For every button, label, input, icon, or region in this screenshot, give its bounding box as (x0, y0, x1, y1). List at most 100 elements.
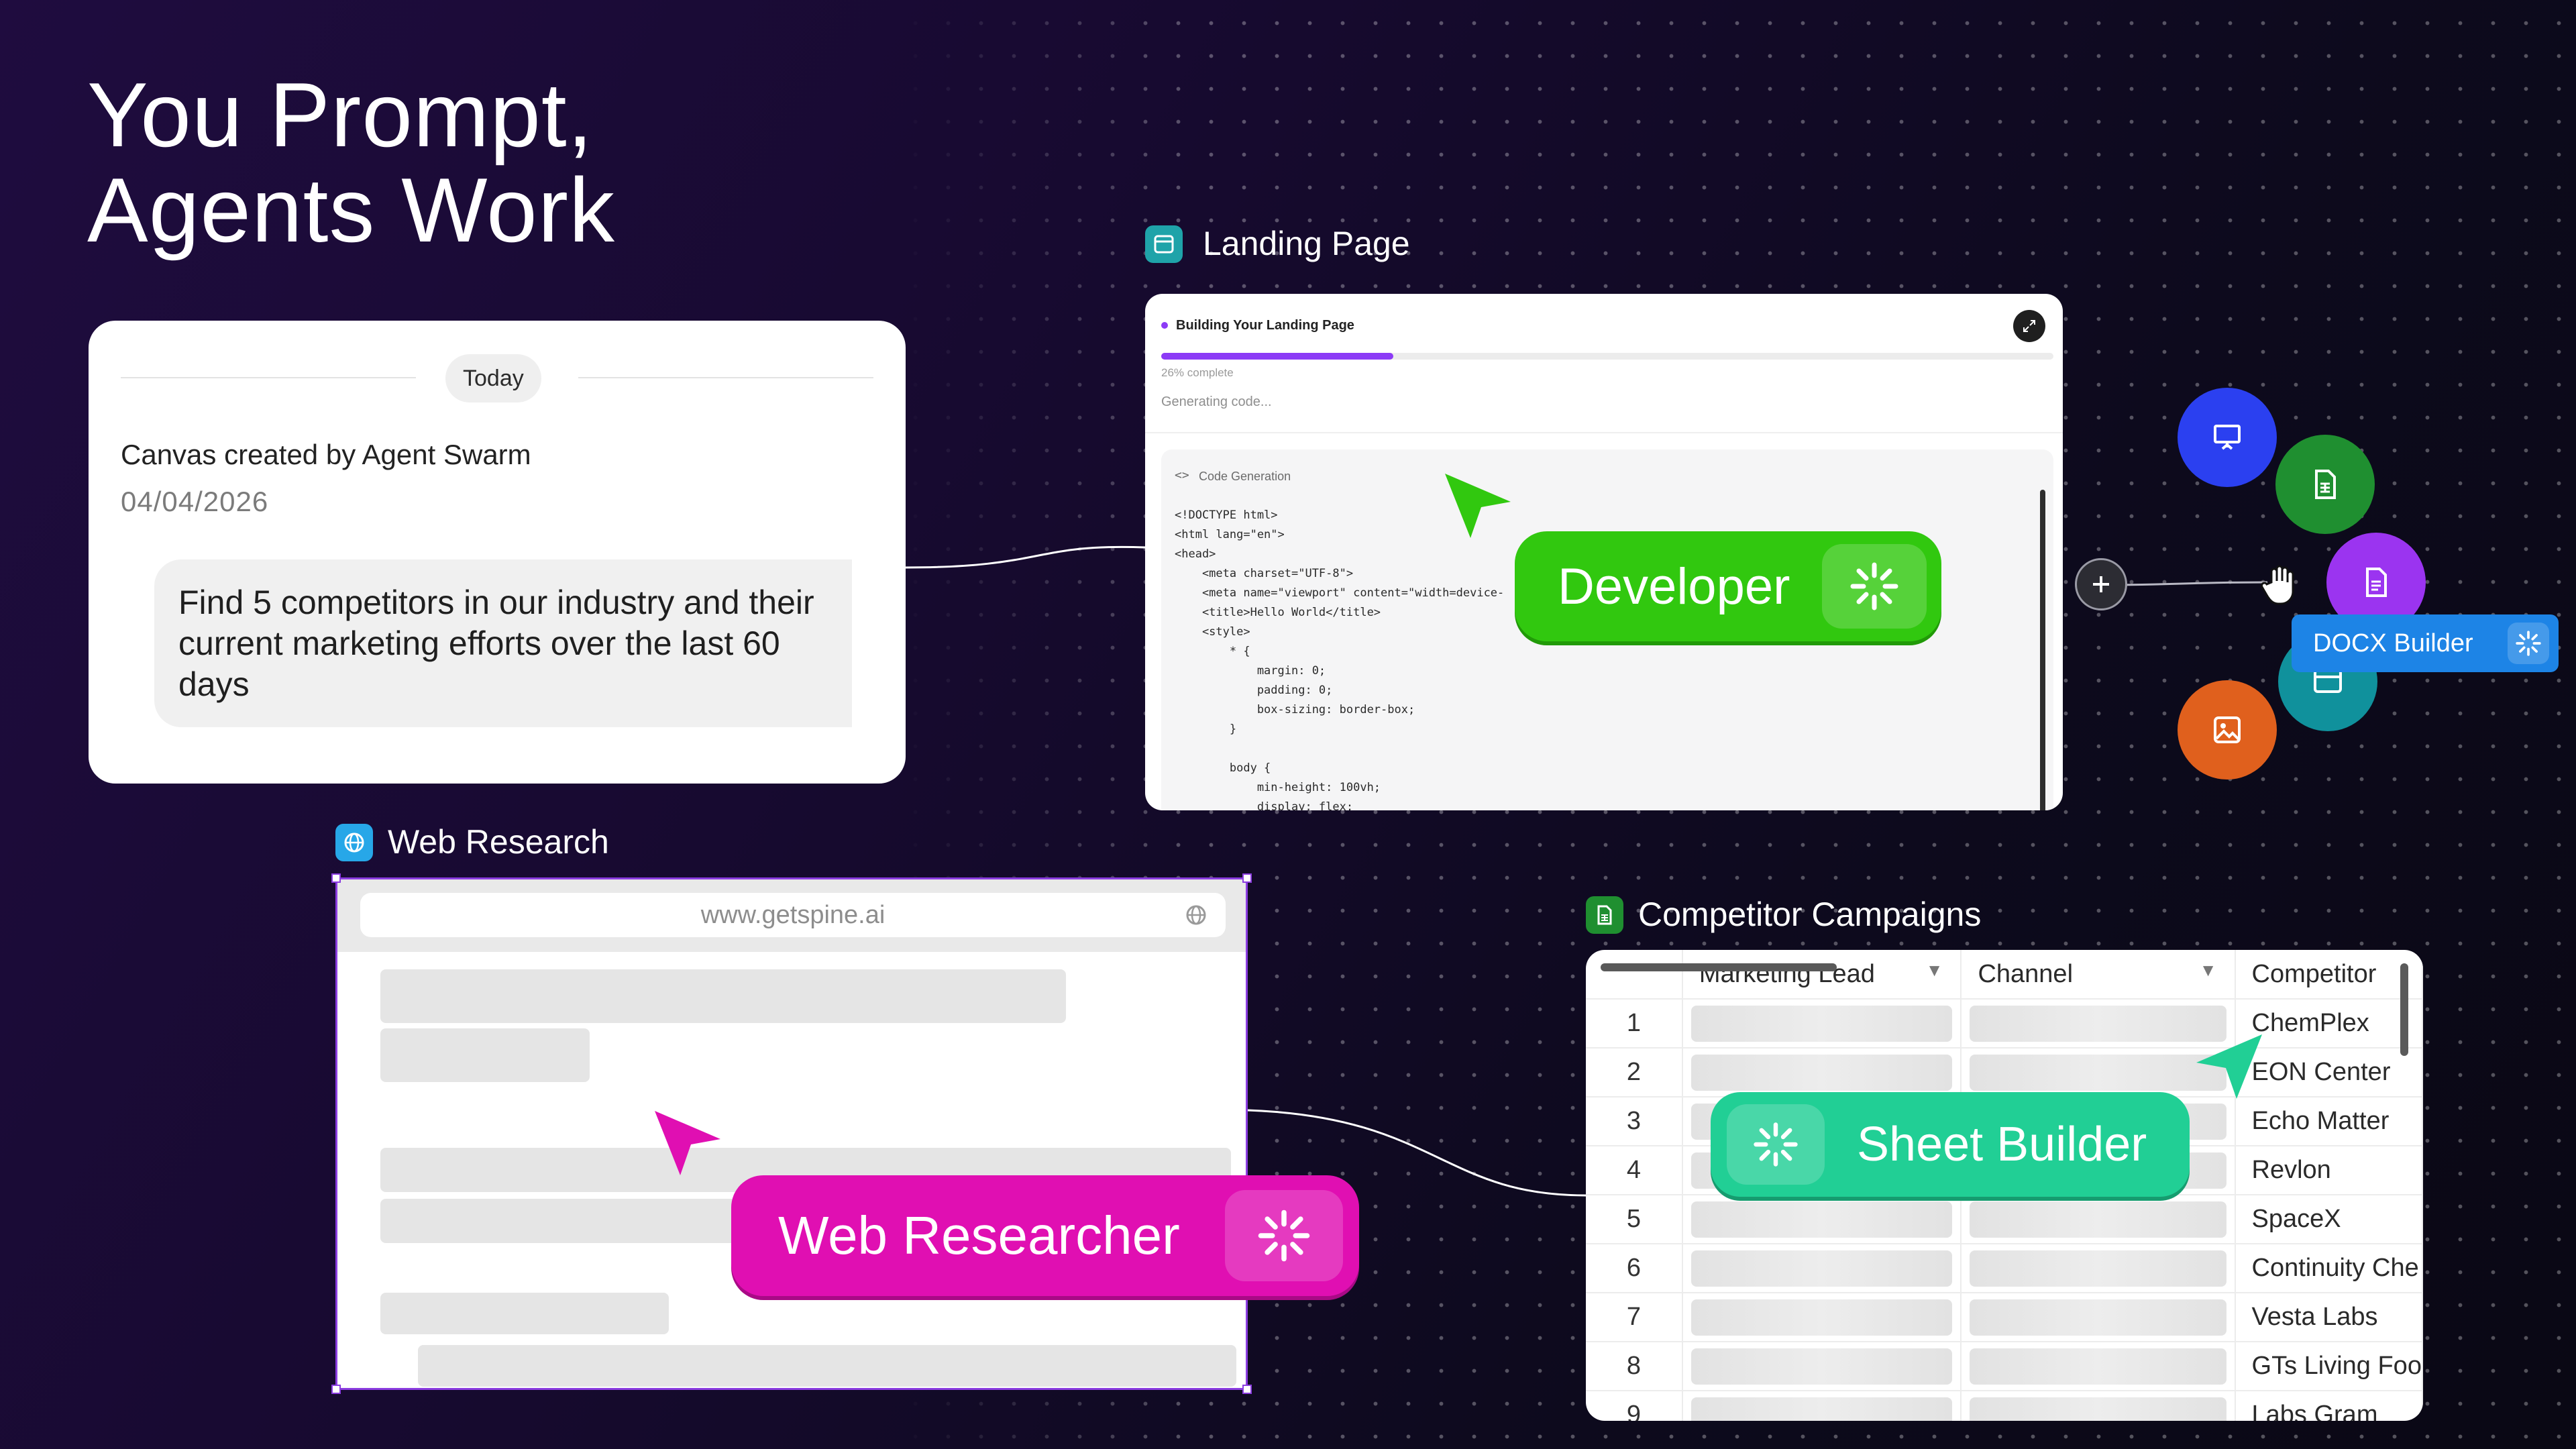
landing-page-title: Landing Page (1203, 225, 1410, 262)
cell-loading (1961, 1391, 2236, 1421)
resize-handle[interactable] (331, 1385, 341, 1394)
cell-loading (1961, 1048, 2236, 1097)
loading-spinner-icon (2508, 623, 2549, 664)
developer-cursor-icon (1445, 474, 1511, 538)
code-scrollbar[interactable] (2040, 490, 2045, 810)
loading-spinner-icon (1822, 544, 1927, 629)
competitor-campaigns-title: Competitor Campaigns (1638, 896, 1982, 933)
table-row[interactable]: 2 EON Center (1586, 1048, 2423, 1097)
canvas-date: 04/04/2026 (121, 486, 269, 517)
url-bar[interactable]: www.getspine.ai (360, 893, 1226, 937)
status-dot (1161, 322, 1168, 329)
sheet-builder-agent-label: Sheet Builder (1857, 1118, 2147, 1171)
divider (1145, 432, 2063, 433)
generated-code: <!DOCTYPE html> <html lang="en"> <head> … (1175, 508, 1505, 810)
add-icon[interactable] (2075, 558, 2127, 610)
progress-bar (1161, 353, 2053, 360)
cell-competitor[interactable]: Labs Gram (2235, 1391, 2423, 1421)
code-panel-title: Code Generation (1199, 470, 1291, 483)
row-number: 4 (1586, 1146, 1683, 1195)
caret-down-icon[interactable]: ▼ (1925, 959, 1943, 980)
spreadsheet-icon (1586, 896, 1623, 934)
horizontal-scrollbar[interactable] (1601, 963, 1837, 971)
cell-competitor[interactable]: GTs Living Foo (2235, 1342, 2423, 1391)
progress-bar-fill (1161, 353, 1393, 360)
row-number: 1 (1586, 999, 1683, 1049)
web-research-title: Web Research (388, 823, 609, 861)
divider (121, 377, 416, 378)
build-status-subtitle: Generating code... (1161, 394, 1272, 409)
row-number: 6 (1586, 1244, 1683, 1293)
caret-down-icon[interactable]: ▼ (2199, 959, 2217, 980)
row-number: 9 (1586, 1391, 1683, 1421)
column-header-label: Competitor (2251, 959, 2377, 988)
presentation-icon[interactable] (2178, 388, 2277, 487)
row-number: 2 (1586, 1048, 1683, 1097)
user-prompt-bubble: Find 5 competitors in our industry and t… (154, 559, 852, 727)
column-header-competitor[interactable]: Competitor (2235, 950, 2423, 1000)
column-header-channel[interactable]: Channel▼ (1961, 950, 2236, 1000)
cell-loading (1682, 1244, 1962, 1293)
cell-loading (1961, 1244, 2236, 1293)
connector-research-to-sheet (1247, 1109, 1587, 1197)
row-number-header (1586, 950, 1683, 1000)
cell-loading (1682, 1391, 1962, 1421)
cell-competitor[interactable]: Continuity Che (2235, 1244, 2423, 1293)
connector-chat-to-landing (905, 545, 1146, 569)
developer-agent-badge: Developer (1515, 531, 1941, 641)
cell-loading (1682, 1195, 1962, 1244)
progress-label: 26% complete (1161, 366, 1234, 379)
docx-builder-agent-label: DOCX Builder (2313, 629, 2473, 657)
cell-loading (1961, 1342, 2236, 1391)
cell-loading (1961, 1293, 2236, 1342)
cell-loading (1961, 999, 2236, 1049)
browser-toolbar: www.getspine.ai (337, 879, 1246, 952)
headline-line-1: You Prompt, (87, 64, 594, 166)
table-row[interactable]: 8 GTs Living Foo (1586, 1342, 2423, 1391)
code-icon: <> (1175, 468, 1189, 482)
web-research-browser[interactable]: www.getspine.ai (335, 877, 1248, 1390)
cell-competitor[interactable]: EON Center (2235, 1048, 2423, 1097)
vertical-scrollbar[interactable] (2400, 963, 2408, 1056)
table-row[interactable]: 1 ChemPlex (1586, 999, 2423, 1049)
globe-icon (335, 824, 373, 861)
globe-icon (1186, 905, 1206, 925)
web-researcher-agent-badge: Web Researcher (731, 1175, 1359, 1296)
resize-handle[interactable] (1242, 873, 1252, 883)
cell-competitor[interactable]: ChemPlex (2235, 999, 2423, 1049)
table-row[interactable]: 9 Labs Gram (1586, 1391, 2423, 1421)
headline: You Prompt, Agents Work (87, 67, 615, 258)
canvas-created-text: Canvas created by Agent Swarm (121, 439, 531, 470)
cell-loading (1682, 1293, 1962, 1342)
sheet-builder-cursor-icon (2196, 1034, 2262, 1099)
divider (578, 377, 873, 378)
skeleton-block (380, 1028, 590, 1082)
url-text: www.getspine.ai (700, 901, 885, 929)
resize-handle[interactable] (331, 873, 341, 883)
column-header-marketing-lead[interactable]: Marketing Lead▼ (1682, 950, 1962, 1000)
resize-handle[interactable] (1242, 1385, 1252, 1394)
table-row[interactable]: 6 Continuity Che (1586, 1244, 2423, 1293)
headline-line-2: Agents Work (87, 159, 616, 261)
cell-competitor[interactable]: Revlon (2235, 1146, 2423, 1195)
skeleton-block (380, 1293, 669, 1334)
row-number: 3 (1586, 1097, 1683, 1146)
skeleton-block (418, 1345, 1236, 1387)
cell-competitor[interactable]: Echo Matter (2235, 1097, 2423, 1146)
spreadsheet-icon[interactable] (2275, 435, 2375, 534)
developer-agent-label: Developer (1558, 557, 1790, 615)
landing-page-icon (1145, 225, 1183, 263)
docx-builder-agent-badge: DOCX Builder (2292, 614, 2559, 672)
row-number: 5 (1586, 1195, 1683, 1244)
table-row[interactable]: 5 SpaceX (1586, 1195, 2423, 1244)
cell-competitor[interactable]: SpaceX (2235, 1195, 2423, 1244)
loading-spinner-icon (1225, 1190, 1343, 1281)
cell-competitor[interactable]: Vesta Labs (2235, 1293, 2423, 1342)
build-status-title: Building Your Landing Page (1176, 318, 1354, 333)
expand-icon[interactable] (2013, 310, 2045, 342)
hand-cursor-icon (2261, 565, 2294, 605)
chat-card: Today Canvas created by Agent Swarm 04/0… (89, 321, 906, 784)
row-number: 8 (1586, 1342, 1683, 1391)
image-icon[interactable] (2178, 680, 2277, 780)
